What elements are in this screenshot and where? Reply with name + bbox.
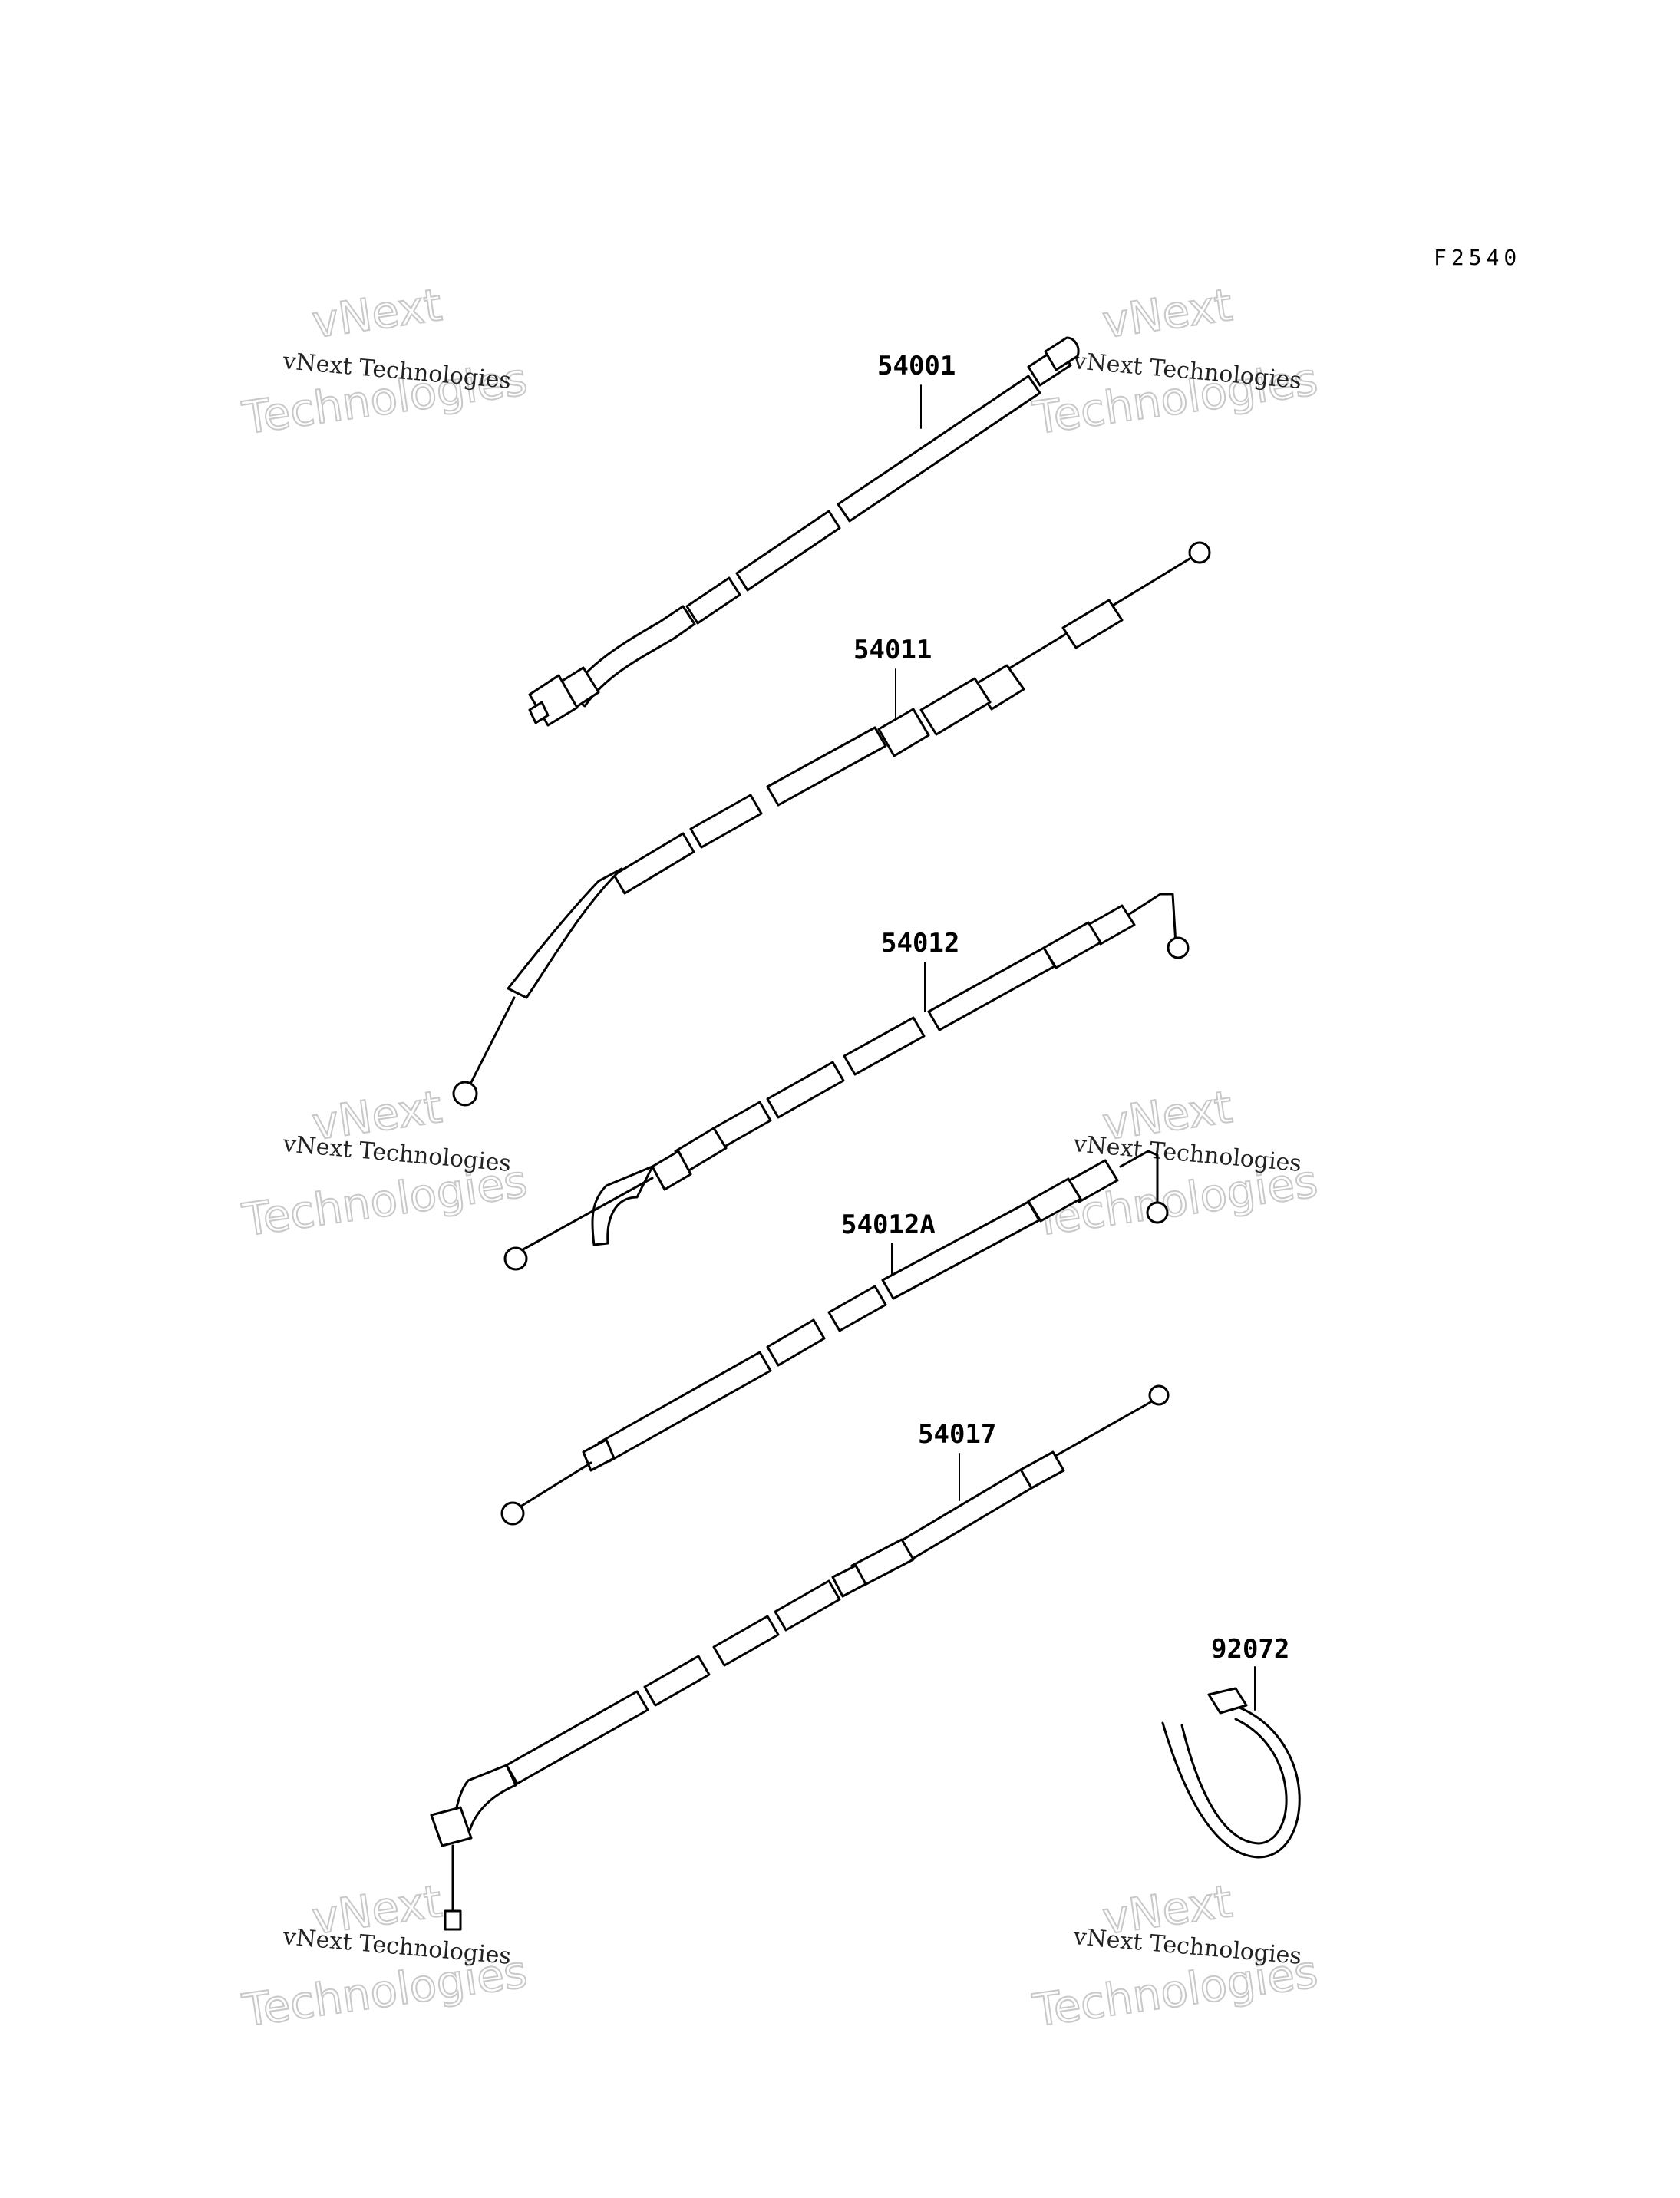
wire-end-barrel (503, 1246, 528, 1271)
fitting-tip (528, 701, 550, 724)
lock-nut (831, 1564, 867, 1598)
inner-wire (519, 1177, 654, 1252)
elbow-block (430, 1806, 473, 1847)
cable-outer-section (612, 832, 695, 895)
part-54017-choke-cable[interactable]: 54017 (430, 1384, 1170, 1931)
wire-end-barrel (1146, 1201, 1169, 1224)
part-54001-speedometer-cable[interactable]: 54001 (528, 336, 1080, 727)
cable-outer-section (766, 726, 887, 807)
watermark-bottom-left: vNext Technologies vNext Technologies (238, 1874, 530, 2038)
cable-outer-section (597, 1351, 772, 1463)
cable-outer-section (827, 1285, 887, 1332)
part-54011-throttle-cable[interactable]: 54011 (452, 541, 1211, 1107)
cable-outer-section (927, 946, 1056, 1031)
cable-outer-section (685, 576, 741, 625)
watermark-bottom-right: vNext Technologies vNext Technologies (1028, 1874, 1321, 2038)
adjuster-body (919, 677, 992, 736)
cable-outer-section (766, 1318, 826, 1367)
part-label-54001: 54001 (877, 351, 956, 381)
cable-outer-section (712, 1615, 780, 1667)
watermark-middle-left: vNext Technologies vNext Technologies (238, 1080, 530, 1247)
cable-outer-section (735, 510, 841, 592)
cable-outer-section (774, 1579, 841, 1632)
inner-wire (467, 996, 516, 1090)
wire-end-barrel (1167, 936, 1190, 959)
band-strap-outer (1161, 1706, 1301, 1859)
cable-outer-section (643, 1655, 711, 1707)
cable-outer-section (881, 1200, 1041, 1300)
adjuster-spring (1061, 599, 1124, 649)
part-label-54012A: 54012A (841, 1210, 936, 1240)
wire-end-barrel (452, 1081, 478, 1107)
part-label-92072: 92072 (1211, 1634, 1289, 1665)
cable-bend (507, 867, 623, 999)
wire-end-barrel (444, 1909, 462, 1931)
inner-wire-bend (1119, 1150, 1159, 1210)
wire-end-barrel (1148, 1384, 1170, 1406)
part-54012a-throttle-cable[interactable]: 54012A (500, 1150, 1169, 1526)
figure-code: F2540 (1434, 245, 1521, 270)
watermark-big-1: vNext (309, 279, 444, 348)
cable-outer-section (837, 375, 1041, 523)
cable-outer-section (766, 1061, 845, 1119)
part-label-54011: 54011 (853, 635, 932, 665)
inner-wire (1050, 1397, 1159, 1460)
lock-nut (651, 1150, 692, 1191)
watermark-big-1: vNext (1099, 279, 1235, 348)
band-head (1207, 1687, 1248, 1715)
inner-wire-bend (1127, 893, 1177, 946)
elbow-fitting (451, 1764, 517, 1832)
watermark-middle-right: vNext Technologies vNext Technologies (1028, 1080, 1321, 1247)
cable-outer-section (689, 794, 763, 849)
wire-end-barrel (500, 1501, 525, 1526)
cable-outer-section (505, 1690, 649, 1785)
watermark-top-right: vNext Technologies vNext Technologies (1028, 278, 1321, 445)
inner-wire (517, 1461, 592, 1510)
cable-bend (566, 605, 696, 708)
cable-outer-section (896, 1468, 1033, 1563)
wire-end-barrel (1188, 541, 1211, 564)
part-92072-cable-band[interactable]: 92072 (1161, 1634, 1301, 1859)
watermark-top-left: vNext Technologies vNext Technologies (238, 278, 530, 445)
ferrule (877, 708, 930, 757)
fitting-nut (1044, 336, 1080, 371)
part-54012-throttle-cable[interactable]: 54012 (503, 893, 1190, 1271)
band-strap-inner (1180, 1718, 1288, 1845)
part-label-54017: 54017 (918, 1419, 996, 1450)
part-label-54012: 54012 (881, 928, 959, 959)
cable-outer-section (843, 1016, 926, 1076)
